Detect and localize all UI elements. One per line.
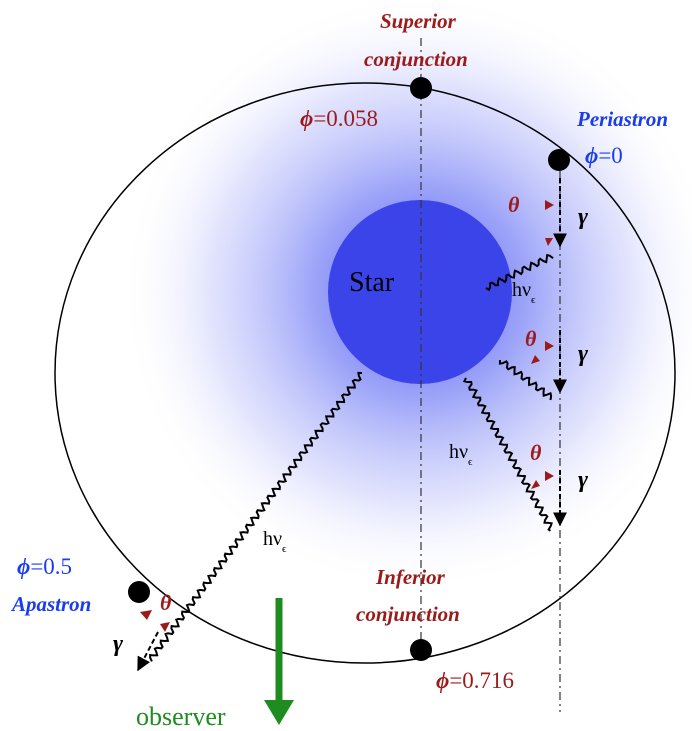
angle-marker [531,480,540,489]
phi-symbol: ϕ [17,554,30,579]
angle-marker [545,471,554,481]
photon-wave-periastron [485,253,554,292]
gamma-arrows [137,178,567,672]
orbit-ellipse [54,82,676,664]
photon-label-1: hνϵ [512,279,536,306]
apastron-name: Apastron [10,592,91,616]
photon-wave-apastron [149,371,363,662]
periastron-point [548,149,570,171]
inferior-phase-label: ϕ=0.716 [436,668,514,693]
observer-label: observer [136,702,226,731]
angle-markers [140,200,554,632]
apastron-point [128,581,150,603]
phase-value: =0 [598,143,622,168]
angle-marker [545,341,554,351]
gamma-label-1: γ [578,204,588,230]
photon-label-3: hνϵ [263,528,287,555]
star-label: Star [349,267,395,298]
apastron-phase-label: ϕ=0.5 [17,554,72,579]
photon-wave-lower [462,377,553,532]
phi-symbol: ϕ [585,143,598,168]
gamma-arrow-apastron [137,631,159,672]
star-disk [328,200,512,384]
phi-symbol: ϕ [436,668,449,693]
phase-value: =0.716 [449,668,514,693]
photon-paths [149,253,554,662]
gamma-label-3: γ [578,467,588,493]
periastron-name: Periastron [576,107,668,131]
phi-symbol: ϕ [300,106,313,131]
angle-marker [160,622,170,632]
phase-value: =0.5 [30,554,72,579]
angle-marker [140,610,152,620]
angle-marker [545,238,553,246]
superior-label-line2: conjunction [364,47,468,71]
superior-label-line1: Superior [380,9,457,33]
photon-label-2: hνϵ [449,441,473,468]
superior-conjunction-point [410,77,432,99]
theta-label-3: θ [530,440,542,465]
periastron-phase-label: ϕ=0 [585,143,623,168]
gamma-label-apastron: γ [113,631,123,657]
theta-label-2: θ [525,326,537,351]
photon-wave-mid [498,359,553,401]
superior-phase-label: ϕ=0.058 [300,106,378,131]
inferior-conjunction-point [410,639,432,661]
theta-label-apastron: θ [160,590,172,615]
gamma-label-2: γ [578,341,588,367]
inferior-label-line1: Inferior [375,565,446,589]
inferior-label-line2: conjunction [356,602,460,626]
angle-marker [545,200,554,210]
theta-label-1: θ [508,192,520,217]
phase-value: =0.058 [313,106,378,131]
observer-arrow-head [264,700,294,725]
angle-marker [531,355,540,364]
